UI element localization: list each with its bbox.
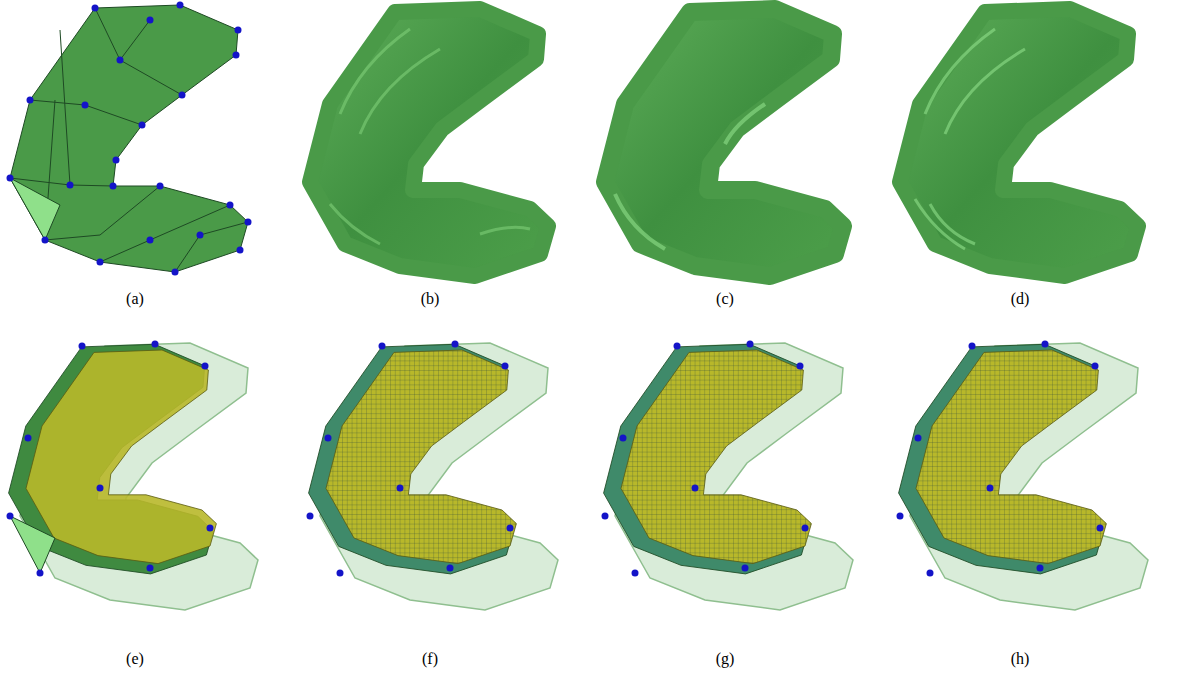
panel-label: (c) bbox=[716, 290, 734, 308]
panel-label: (h) bbox=[1011, 650, 1030, 668]
panel-label: (f) bbox=[422, 650, 438, 668]
panel-label: (a) bbox=[126, 290, 144, 308]
control-mesh bbox=[7, 2, 252, 276]
cut-view bbox=[897, 341, 1149, 611]
panel-label: (g) bbox=[716, 650, 735, 668]
cut-view bbox=[7, 341, 259, 611]
smooth-surface bbox=[310, 9, 548, 276]
smooth-surface bbox=[605, 9, 843, 276]
cut-view bbox=[602, 341, 854, 611]
panel-label: (d) bbox=[1011, 290, 1030, 308]
panel-label: (b) bbox=[421, 290, 440, 308]
smooth-surface bbox=[900, 9, 1138, 276]
cut-view bbox=[307, 341, 559, 611]
panel-label: (e) bbox=[126, 650, 144, 668]
